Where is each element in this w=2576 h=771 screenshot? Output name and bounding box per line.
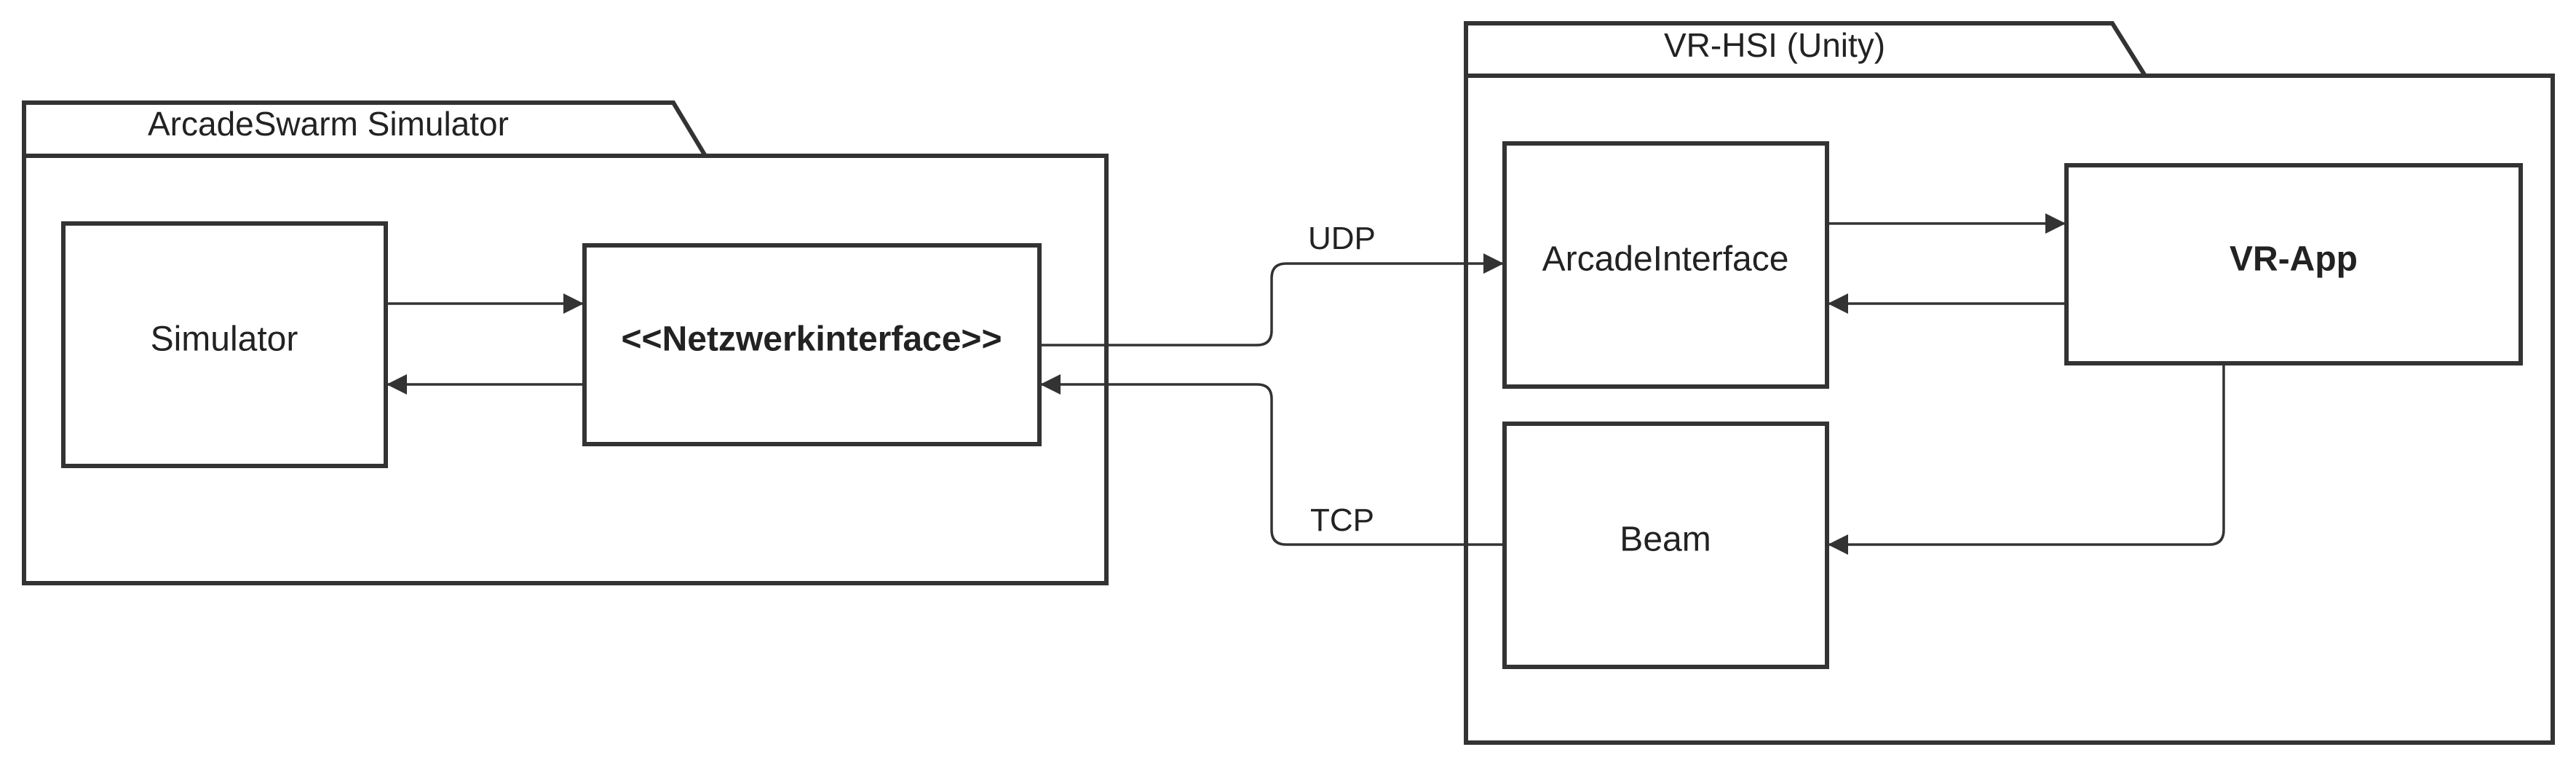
node-arcadeinterface-label: ArcadeInterface (1542, 240, 1789, 279)
edge-tcp (1040, 374, 1505, 546)
node-vr-app-label: VR-App (2230, 240, 2358, 279)
node-simulator: Simulator (61, 221, 388, 468)
node-netzwerkinterface: <<Netzwerkinterface>> (582, 243, 1042, 446)
node-simulator-label: Simulator (151, 320, 298, 359)
node-beam-label: Beam (1620, 521, 1711, 559)
node-arcadeinterface: ArcadeInterface (1502, 141, 1829, 389)
edge-vr-app-to-beam (1828, 363, 2225, 555)
edge-udp (1039, 253, 1504, 347)
node-arcadeinterface-box (1502, 141, 1829, 389)
package-title-vr-hsi: VR-HSI (Unity) (1664, 26, 1885, 64)
node-simulator-box (61, 221, 388, 468)
node-beam: Beam (1502, 422, 1829, 669)
node-beam-box (1502, 422, 1829, 669)
package-title-arcadeswarm: ArcadeSwarm Simulator (148, 105, 509, 143)
edge-label-udp: UDP (1308, 221, 1376, 256)
package-tab-arcadeswarm (22, 100, 708, 157)
node-vr-app-box (2064, 163, 2523, 365)
node-vr-app: VR-App (2064, 163, 2523, 365)
edge-label-tcp: TCP (1310, 502, 1374, 538)
node-netzwerkinterface-label: <<Netzwerkinterface>> (622, 320, 1002, 359)
node-netzwerkinterface-box (582, 243, 1042, 446)
package-tab-vr-hsi (1464, 21, 2147, 77)
